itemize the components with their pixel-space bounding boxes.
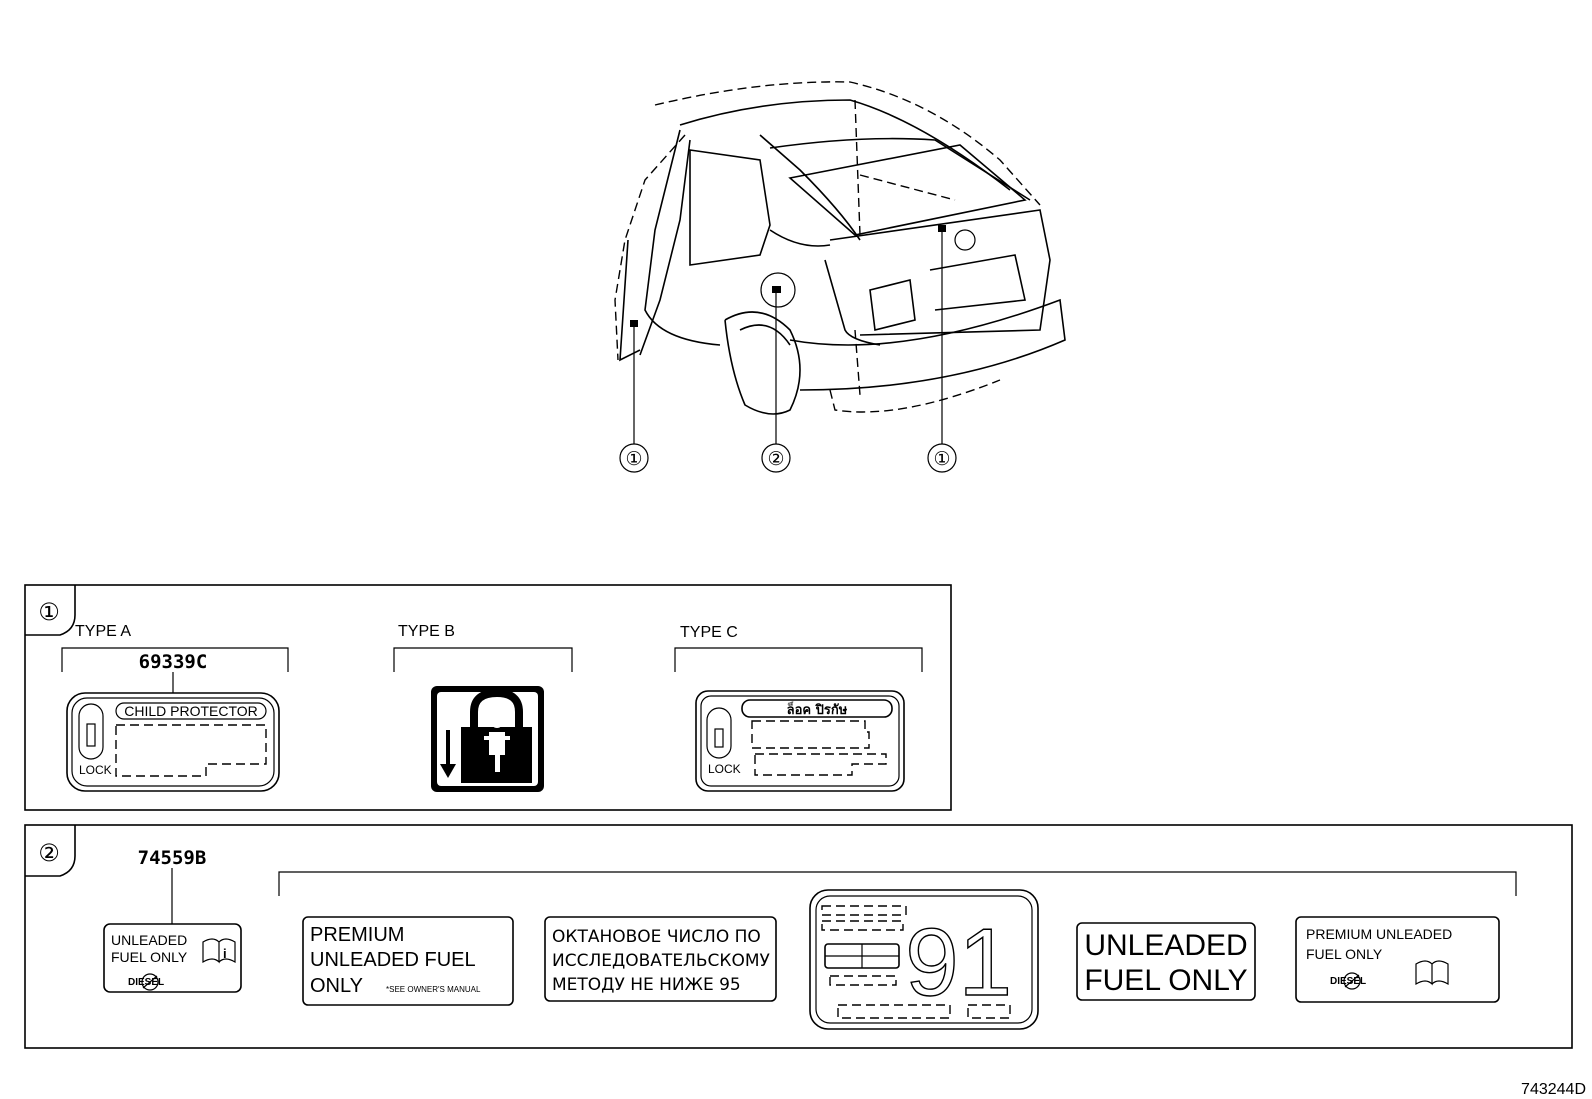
svg-text:FUEL ONLY: FUEL ONLY — [1084, 964, 1247, 997]
svg-text:FUEL ONLY: FUEL ONLY — [1306, 946, 1383, 962]
type-a-label-group: TYPE A 69339C LOCK CHILD PROTECTOR — [61, 623, 289, 792]
fuel-label-unleaded-small: UNLEADED FUEL ONLY DIESEL i — [103, 923, 242, 993]
fuel-label-premium-diesel: PREMIUM UNLEADED FUEL ONLY DIESEL — [1295, 916, 1500, 1003]
car-illustration — [614, 81, 1066, 444]
svg-text:МЕТОДУ НЕ НИЖЕ 95: МЕТОДУ НЕ НИЖЕ 95 — [552, 975, 741, 995]
figure-id: 743244D — [1521, 1081, 1586, 1098]
panel1-number: ① — [38, 598, 60, 626]
fuel-label-premium-unleaded: PREMIUM UNLEADED FUEL ONLY *SEE OWNER'S … — [302, 916, 514, 1006]
svg-text:ИССЛЕДОВАТЕЛЬСКОМУ: ИССЛЕДОВАТЕЛЬСКОМУ — [552, 951, 770, 971]
type-c-label-group: TYPE C LOCK ล็อค ปิรกัษ — [674, 624, 923, 792]
fuel-label-unleaded-large: UNLEADED FUEL ONLY — [1076, 922, 1256, 1001]
fuel-label-russian: ОКТАНОВОЕ ЧИСЛО ПО ИССЛЕДОВАТЕЛЬСКОМУ МЕ… — [544, 916, 777, 1002]
type-a-lock-text: LOCK — [79, 763, 112, 777]
type-c-heading: TYPE C — [680, 624, 738, 641]
svg-text:PREMIUM UNLEADED: PREMIUM UNLEADED — [1306, 926, 1452, 942]
fuel-label-octane-91: 91 — [809, 889, 1039, 1030]
type-a-part-number: 69339C — [139, 651, 208, 673]
svg-text:PREMIUM: PREMIUM — [310, 924, 404, 946]
panel2-number: ② — [38, 839, 60, 867]
manual-book-icon — [1415, 960, 1449, 986]
type-c-lock-text: LOCK — [708, 762, 741, 776]
panel-child-protector: ① TYPE A 69339C LOCK CHILD PROTECTOR TYP… — [24, 584, 952, 811]
callout-1-right: ① — [927, 443, 957, 473]
manual-book-icon: i — [202, 938, 236, 964]
svg-text:UNLEADED FUEL: UNLEADED FUEL — [310, 949, 476, 971]
type-a-title: CHILD PROTECTOR — [124, 703, 258, 719]
svg-text:ONLY: ONLY — [310, 975, 363, 997]
svg-text:FUEL ONLY: FUEL ONLY — [111, 949, 188, 965]
panel-fuel-labels: ② 74559B UNLEADED FUEL ONLY DIESEL i PRE… — [24, 824, 1573, 1049]
type-a-heading: TYPE A — [75, 623, 131, 640]
svg-text:i: i — [223, 946, 227, 961]
svg-text:①: ① — [933, 448, 950, 470]
type-b-heading: TYPE B — [398, 623, 455, 640]
callout-2: ② — [761, 443, 791, 473]
svg-text:ОКТАНОВОЕ ЧИСЛО ПО: ОКТАНОВОЕ ЧИСЛО ПО — [552, 927, 761, 947]
svg-text:*SEE OWNER'S MANUAL: *SEE OWNER'S MANUAL — [386, 985, 481, 994]
callout-1-left: ① — [619, 443, 649, 473]
svg-text:②: ② — [767, 448, 784, 470]
type-b-label-group: TYPE B — [393, 623, 573, 792]
svg-text:UNLEADED: UNLEADED — [111, 932, 187, 948]
svg-text:UNLEADED: UNLEADED — [1084, 929, 1247, 962]
svg-text:①: ① — [625, 448, 642, 470]
type-c-title: ล็อค ปิรกัษ — [787, 700, 848, 718]
panel2-part-number: 74559B — [138, 847, 207, 869]
svg-text:91: 91 — [905, 909, 1012, 1016]
svg-text:DIESEL: DIESEL — [1330, 976, 1366, 987]
svg-text:DIESEL: DIESEL — [128, 977, 164, 988]
